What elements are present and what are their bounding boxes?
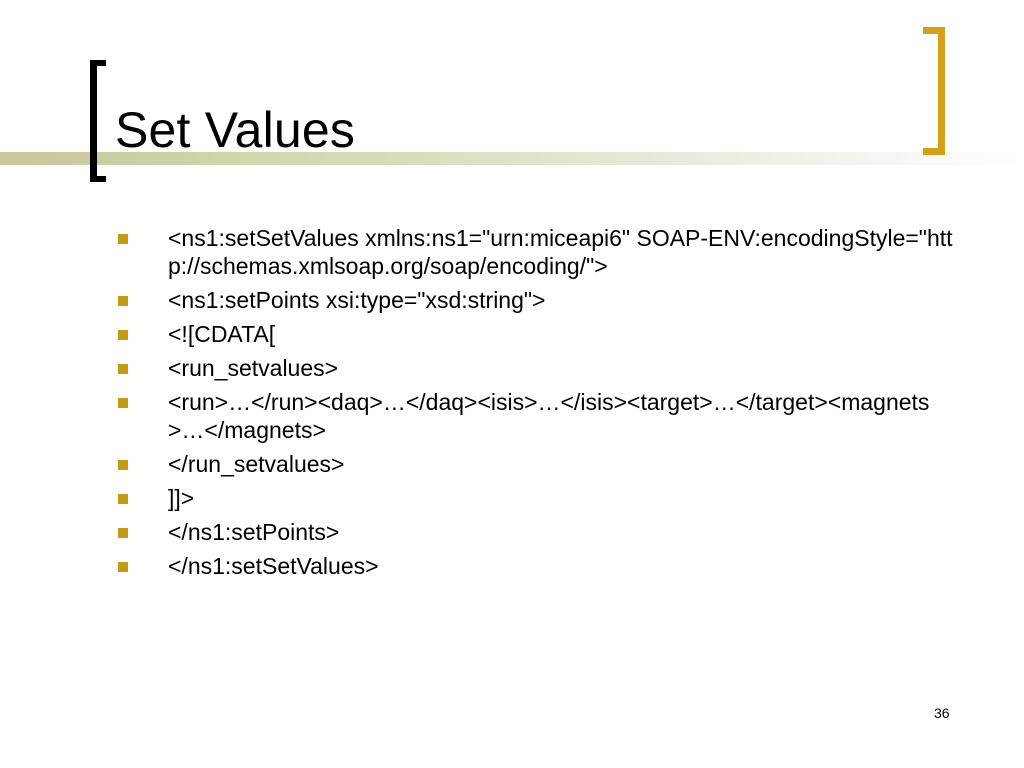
bullet-item: </run_setvalues> bbox=[118, 450, 958, 478]
bullet-text: <ns1:setSetValues xmlns:ns1="urn:miceapi… bbox=[168, 225, 953, 279]
bullet-text: </ns1:setPoints> bbox=[168, 519, 340, 545]
bullet-text: ]]> bbox=[168, 485, 195, 511]
square-bullet-icon bbox=[118, 528, 128, 538]
bullet-item: <ns1:setPoints xsi:type="xsd:string"> bbox=[118, 286, 958, 314]
left-bracket-decoration bbox=[90, 60, 106, 182]
bullet-item: ]]> bbox=[118, 484, 958, 512]
bullet-item: <![CDATA[ bbox=[118, 320, 958, 348]
bullet-item: <ns1:setSetValues xmlns:ns1="urn:miceapi… bbox=[118, 224, 958, 280]
bullet-text: <![CDATA[ bbox=[168, 321, 276, 347]
square-bullet-icon bbox=[118, 494, 128, 504]
square-bullet-icon bbox=[118, 234, 128, 244]
slide-number: 36 bbox=[934, 705, 950, 721]
slide-title: Set Values bbox=[115, 102, 356, 158]
square-bullet-icon bbox=[118, 364, 128, 374]
square-bullet-icon bbox=[118, 398, 128, 408]
title-underline-band bbox=[0, 152, 1024, 165]
square-bullet-icon bbox=[118, 562, 128, 572]
bullet-list: <ns1:setSetValues xmlns:ns1="urn:miceapi… bbox=[118, 224, 958, 586]
right-bracket-decoration bbox=[923, 27, 945, 155]
bullet-text: </ns1:setSetValues> bbox=[168, 553, 379, 579]
bullet-text: <run_setvalues> bbox=[168, 355, 339, 381]
square-bullet-icon bbox=[118, 460, 128, 470]
bullet-text: </run_setvalues> bbox=[168, 451, 345, 477]
bullet-item: <run>…</run><daq>…</daq><isis>…</isis><t… bbox=[118, 388, 958, 444]
bullet-item: </ns1:setPoints> bbox=[118, 518, 958, 546]
bullet-item: <run_setvalues> bbox=[118, 354, 958, 382]
bullet-text: <run>…</run><daq>…</daq><isis>…</isis><t… bbox=[168, 389, 930, 443]
bullet-text: <ns1:setPoints xsi:type="xsd:string"> bbox=[168, 287, 546, 313]
square-bullet-icon bbox=[118, 330, 128, 340]
square-bullet-icon bbox=[118, 296, 128, 306]
bullet-item: </ns1:setSetValues> bbox=[118, 552, 958, 580]
